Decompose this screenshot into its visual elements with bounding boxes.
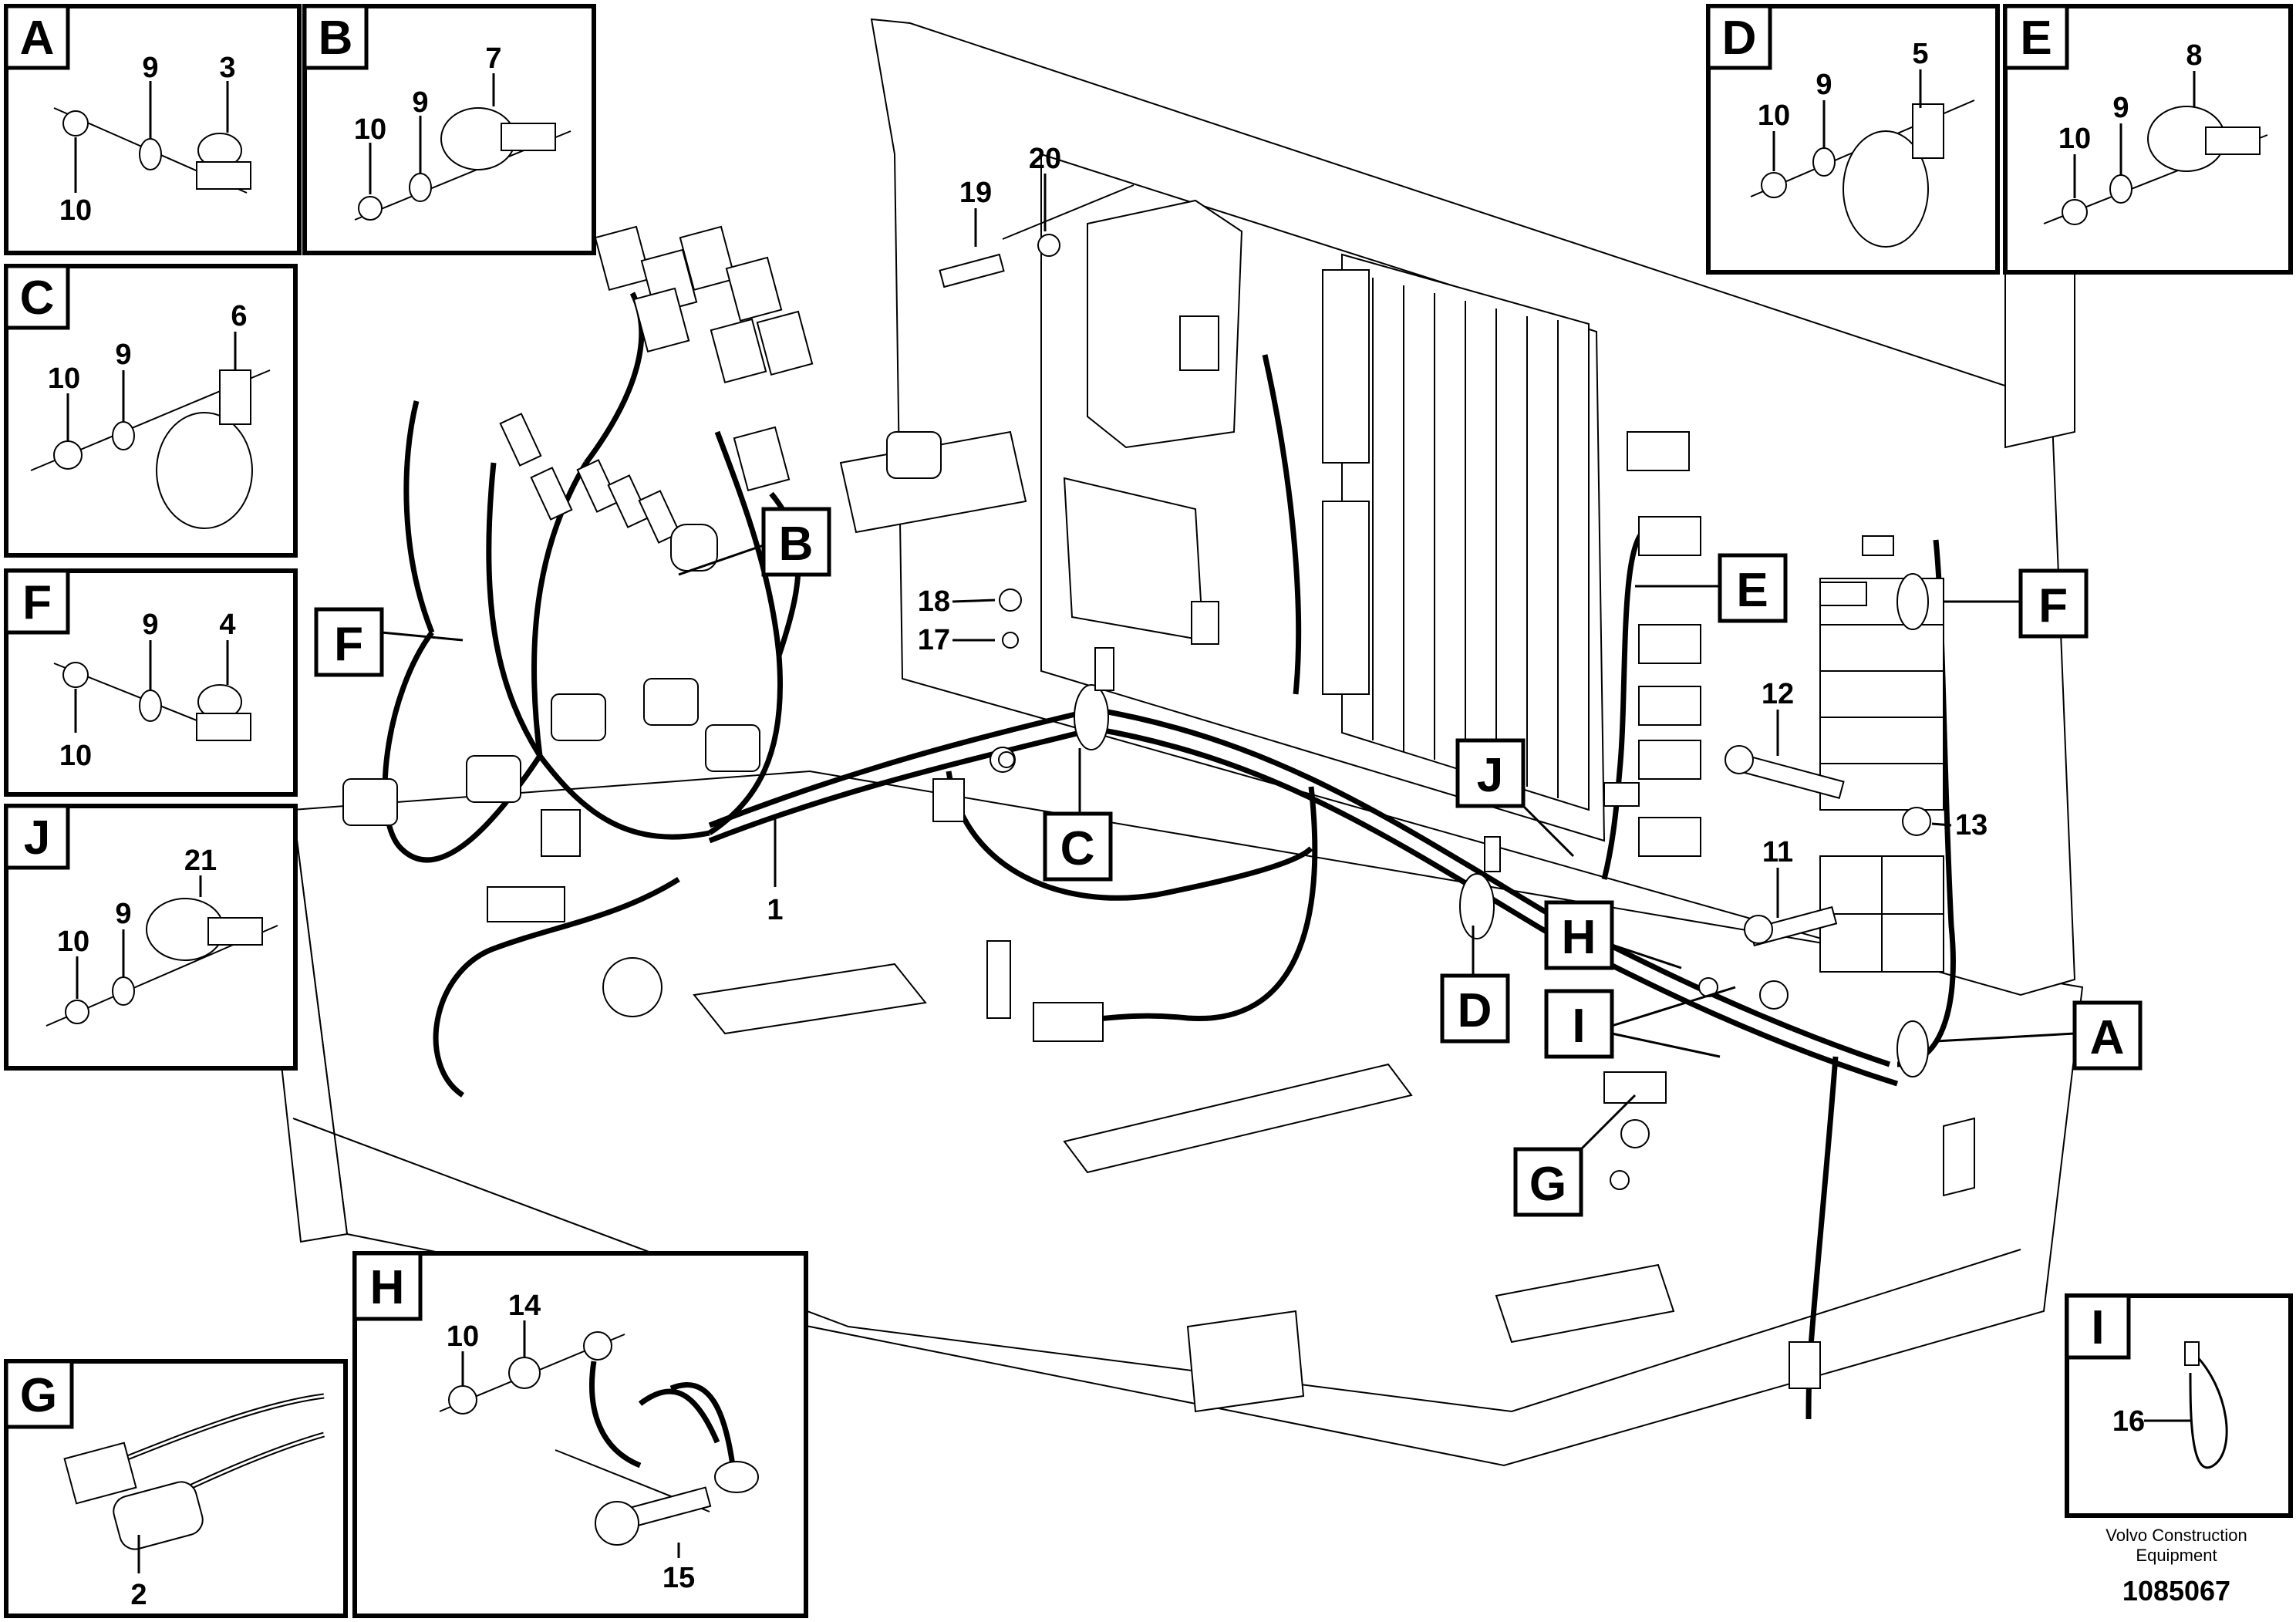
svg-text:6: 6 [231, 300, 247, 332]
svg-text:10: 10 [354, 113, 386, 146]
svg-text:9: 9 [2112, 92, 2129, 124]
svg-text:G: G [1529, 1158, 1566, 1211]
harness-connectors [342, 225, 1944, 1389]
callout-tag-A: A [2072, 1000, 2143, 1071]
svg-text:F: F [334, 618, 363, 671]
detail-inset-D: D 10 9 5 [1706, 4, 2000, 275]
part-number-13: 13 [1955, 809, 1988, 841]
detail-inset-E: E 10 9 8 [2003, 4, 2293, 275]
callout-tag-G: G [1513, 1147, 1583, 1217]
detail-inset-A: A 9 3 10 [4, 4, 302, 255]
main-leaders [381, 174, 2075, 1151]
svg-text:7: 7 [485, 42, 501, 75]
svg-text:16: 16 [2112, 1405, 2145, 1438]
drawing-footer: Volvo Construction Equipment 1085067 [2106, 1526, 2247, 1607]
detail-inset-I: I 16 [2065, 1293, 2293, 1518]
svg-text:F: F [2038, 579, 2068, 632]
svg-text:10: 10 [57, 926, 89, 958]
callout-tag-B: B [761, 507, 831, 577]
svg-text:10: 10 [1758, 99, 1790, 132]
svg-text:5: 5 [1912, 38, 1928, 70]
svg-text:F: F [22, 576, 52, 629]
svg-text:2: 2 [130, 1579, 147, 1611]
svg-text:C: C [1060, 822, 1095, 875]
svg-text:9: 9 [1816, 69, 1832, 101]
svg-text:A: A [20, 12, 55, 65]
svg-text:I: I [1572, 1000, 1585, 1053]
svg-text:D: D [1458, 984, 1492, 1037]
svg-text:14: 14 [508, 1290, 541, 1322]
svg-text:10: 10 [59, 740, 92, 772]
svg-text:8: 8 [2186, 39, 2202, 72]
svg-text:B: B [319, 12, 353, 65]
svg-text:10: 10 [447, 1320, 479, 1353]
svg-text:9: 9 [115, 339, 131, 371]
svg-text:H: H [370, 1261, 405, 1314]
company-name-line2: Equipment [2136, 1546, 2217, 1565]
svg-text:D: D [1722, 12, 1757, 65]
svg-text:9: 9 [412, 86, 428, 119]
svg-text:H: H [1562, 911, 1596, 964]
detail-inset-F: F 9 4 10 [4, 568, 298, 797]
callout-tag-C: C [1043, 811, 1113, 882]
callout-tag-F-right: F [2018, 568, 2089, 639]
svg-text:G: G [20, 1369, 57, 1422]
drawing-number: 1085067 [2122, 1575, 2230, 1607]
callout-tag-E: E [1718, 553, 1788, 623]
main-callout-tags: B F C D E F J H [314, 507, 2143, 1217]
part-number-11: 11 [1762, 836, 1793, 868]
svg-text:9: 9 [142, 609, 158, 641]
part-number-20: 20 [1029, 143, 1061, 175]
svg-text:9: 9 [115, 898, 131, 930]
detail-inset-H: H 10 14 15 [352, 1251, 808, 1618]
callout-tag-D: D [1440, 973, 1510, 1044]
svg-text:4: 4 [219, 609, 235, 641]
svg-text:J: J [1477, 749, 1503, 802]
svg-text:A: A [2090, 1011, 2125, 1064]
company-name-line1: Volvo Construction [2106, 1526, 2247, 1545]
svg-text:10: 10 [2058, 123, 2091, 155]
svg-text:15: 15 [663, 1562, 695, 1594]
part-number-18: 18 [918, 585, 950, 618]
svg-text:I: I [2091, 1301, 2104, 1354]
callout-tag-J: J [1455, 738, 1526, 808]
main-hardware [939, 184, 1931, 947]
callout-tag-I: I [1544, 989, 1614, 1059]
detail-inset-G: G 2 [4, 1359, 348, 1618]
svg-text:10: 10 [59, 194, 92, 227]
callout-tag-H: H [1544, 900, 1614, 970]
svg-text:C: C [20, 271, 55, 325]
callout-tag-F-left: F [314, 607, 384, 677]
svg-text:3: 3 [219, 52, 235, 84]
part-number-19: 19 [959, 177, 992, 209]
svg-text:B: B [779, 518, 814, 571]
svg-text:10: 10 [48, 363, 80, 395]
ecu-fins [1372, 278, 1559, 798]
part-number-1: 1 [767, 894, 783, 926]
svg-text:E: E [2020, 12, 2052, 65]
svg-text:E: E [1736, 564, 1768, 617]
svg-text:9: 9 [142, 52, 158, 84]
part-number-12: 12 [1762, 678, 1794, 710]
part-number-17: 17 [918, 624, 950, 656]
main-part-numbers: 1 18 17 19 20 12 13 11 [767, 143, 1988, 926]
detail-inset-J: J 10 9 21 [4, 804, 298, 1071]
detail-inset-B: B 10 9 7 [302, 4, 596, 255]
svg-text:J: J [24, 811, 50, 865]
detail-inset-C: C 10 9 6 [4, 264, 298, 558]
svg-text:21: 21 [184, 845, 217, 877]
